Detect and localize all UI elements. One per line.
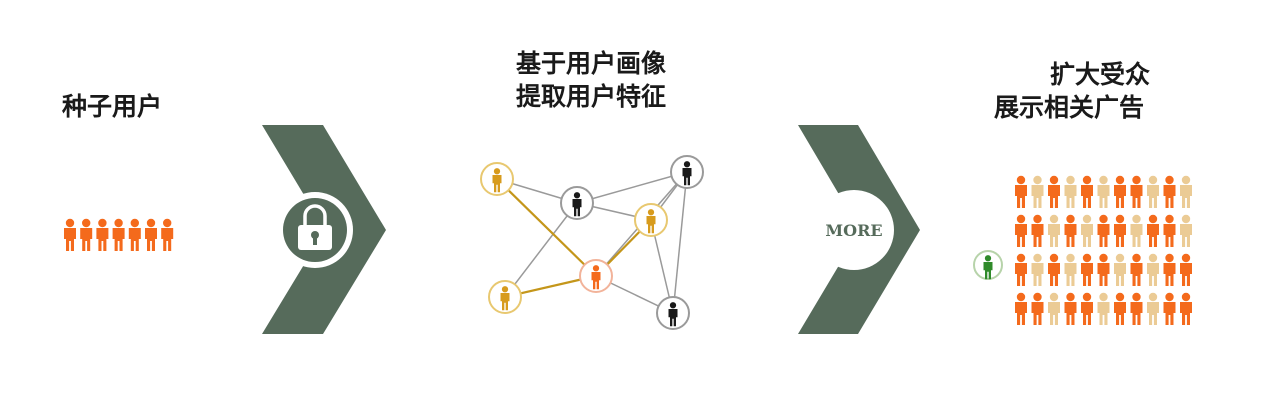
step2-title: 基于用户画像 提取用户特征 xyxy=(516,47,666,113)
arrow-chevron-1 xyxy=(262,125,386,334)
audience-user-icon xyxy=(1114,292,1126,325)
audience-user-icon xyxy=(1064,292,1077,325)
audience-user-icon xyxy=(1163,214,1176,247)
audience-user-icon xyxy=(1015,292,1027,325)
audience-user-icon xyxy=(1015,253,1027,286)
seed-user-icon xyxy=(80,218,93,251)
audience-user-icon xyxy=(1180,292,1192,325)
lock-icon xyxy=(298,204,332,250)
audience-user-icon xyxy=(1114,253,1126,286)
audience-user-icon xyxy=(1015,175,1027,208)
audience-grid xyxy=(1015,175,1192,325)
audience-user-icon xyxy=(1031,214,1044,247)
audience-user-icon xyxy=(1163,292,1176,325)
seed-user-icon xyxy=(96,218,109,251)
step2-title-line1: 基于用户画像 xyxy=(516,49,667,78)
arrow-chevron-2 xyxy=(798,125,920,334)
step2-title-line2: 提取用户特征 xyxy=(516,82,667,111)
audience-user-icon xyxy=(1130,175,1143,208)
step3-title-line2: 展示相关广告 xyxy=(994,93,1145,122)
audience-user-icon xyxy=(1130,214,1143,247)
audience-user-icon xyxy=(1015,214,1027,247)
audience-user-icon xyxy=(1081,175,1093,208)
audience-user-icon xyxy=(1081,253,1093,286)
seed-users-group xyxy=(64,218,174,251)
audience-user-icon xyxy=(1031,253,1044,286)
audience-user-icon xyxy=(1163,175,1176,208)
audience-user-icon xyxy=(1048,214,1060,247)
user-network xyxy=(480,155,704,330)
audience-user-icon xyxy=(1081,214,1093,247)
audience-user-icon xyxy=(1064,214,1077,247)
audience-user-icon xyxy=(1147,253,1159,286)
audience-user-icon xyxy=(1081,292,1093,325)
audience-user-icon xyxy=(1064,175,1077,208)
audience-user-icon xyxy=(1130,253,1143,286)
audience-user-icon xyxy=(1031,292,1044,325)
audience-user-icon xyxy=(1114,175,1126,208)
audience-user-icon xyxy=(1048,175,1060,208)
seed-user-icon xyxy=(112,218,125,251)
seed-user-icon xyxy=(128,218,141,251)
seed-user-icon xyxy=(64,218,76,251)
seed-user-icon xyxy=(145,218,157,251)
audience-user-icon xyxy=(1130,292,1143,325)
audience-user-icon xyxy=(1180,214,1192,247)
audience-user-icon xyxy=(1147,292,1159,325)
audience-user-icon xyxy=(1180,175,1192,208)
audience-user-icon xyxy=(1031,175,1044,208)
audience-user-icon xyxy=(1064,253,1077,286)
audience-user-icon xyxy=(1097,175,1110,208)
audience-user-icon xyxy=(1097,214,1110,247)
more-label: MORE xyxy=(825,221,882,240)
step1-title: 种子用户 xyxy=(62,92,163,121)
audience-user-icon xyxy=(1048,253,1060,286)
audience-user-icon xyxy=(1147,175,1159,208)
audience-user-icon xyxy=(1048,292,1060,325)
audience-user-icon xyxy=(1114,214,1126,247)
audience-user-icon xyxy=(1097,292,1110,325)
step3-title-line1: 扩大受众 xyxy=(1050,60,1151,89)
seed-user-icon xyxy=(161,218,174,251)
audience-user-icon xyxy=(1097,253,1110,286)
audience-user-icon xyxy=(1147,214,1159,247)
audience-user-icon xyxy=(1180,253,1192,286)
audience-user-icon xyxy=(1163,253,1176,286)
